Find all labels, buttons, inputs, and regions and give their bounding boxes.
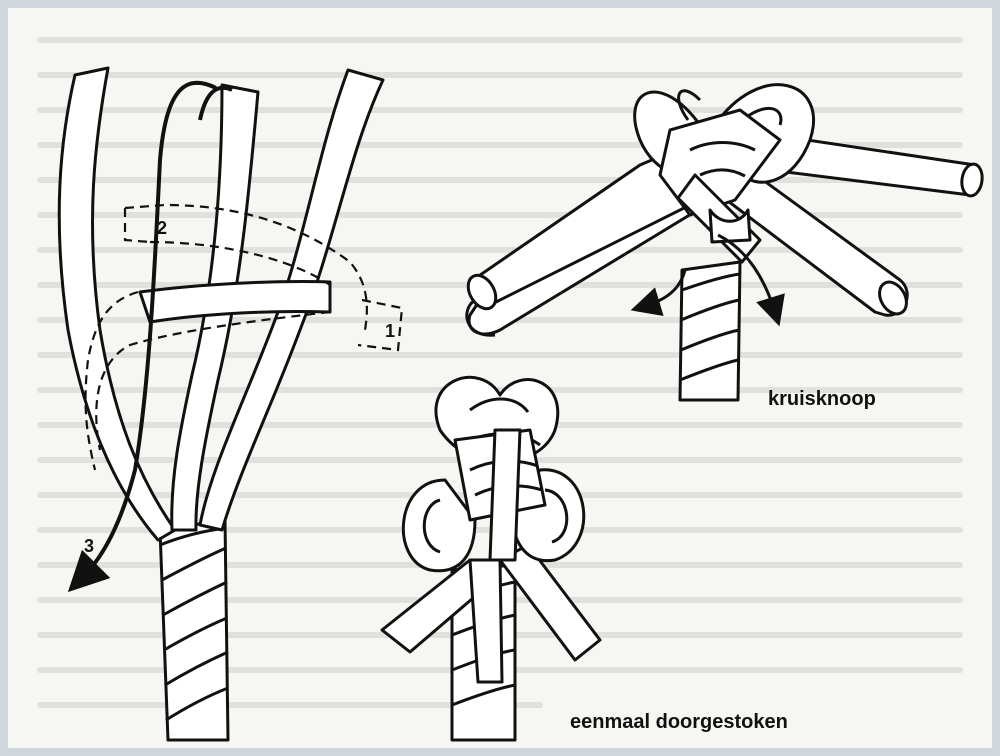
eenmaal-figure (382, 377, 600, 740)
eenmaal-doorgestoken-caption: eenmaal doorgestoken (570, 711, 788, 734)
left-rope-figure (59, 68, 383, 740)
step-2-label: 2 (157, 218, 167, 239)
step-3-label: 3 (84, 536, 94, 557)
rope-knot-illustration (8, 8, 992, 748)
step-1-label: 1 (385, 321, 395, 342)
illustration-frame: 1 2 3 kruisknoop eenmaal doorgestoken (8, 8, 992, 748)
kruisknoop-caption: kruisknoop (768, 388, 876, 411)
eenmaal-center-strand (490, 430, 520, 560)
